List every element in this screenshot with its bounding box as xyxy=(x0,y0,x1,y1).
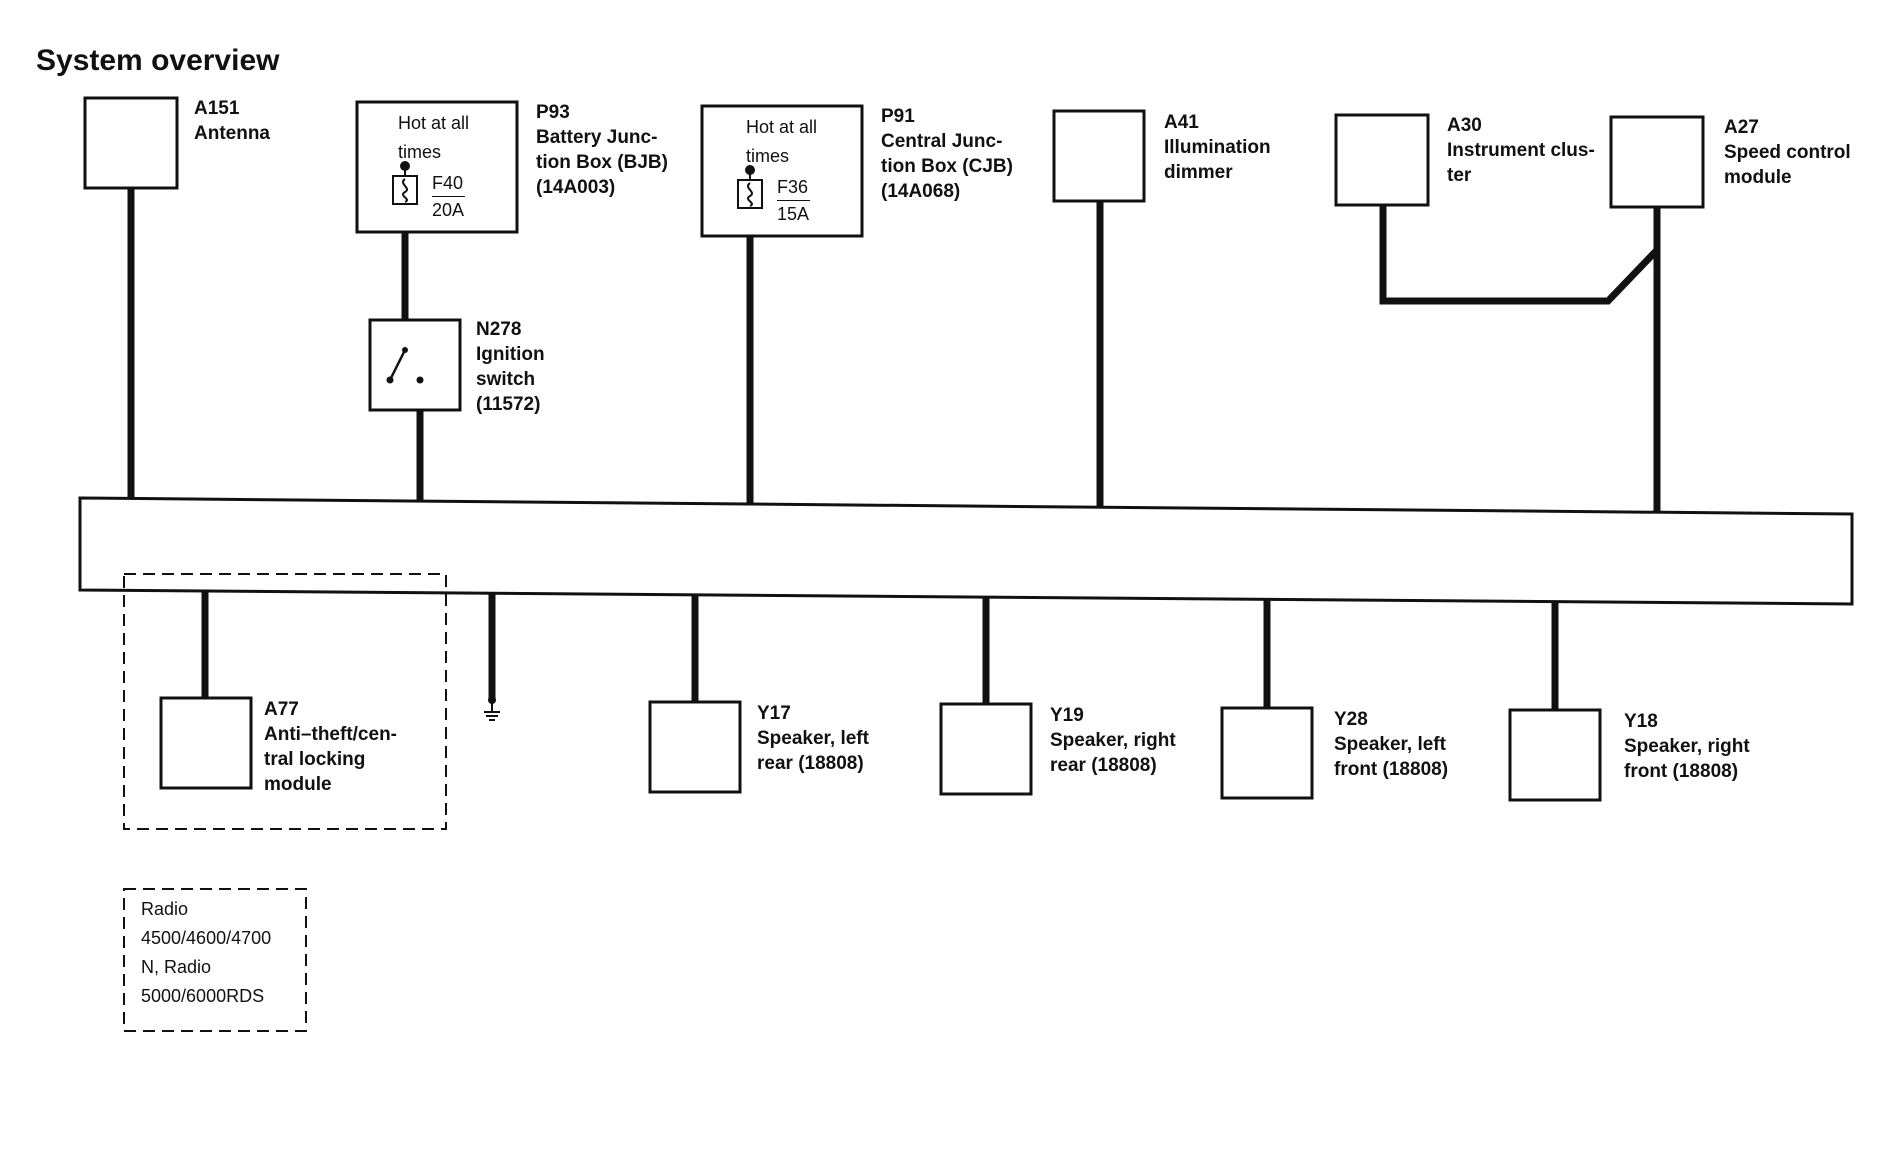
box-a30 xyxy=(1334,113,1430,207)
label-a27: A27 Speed control module xyxy=(1724,117,1851,188)
page-title: System overview xyxy=(36,44,280,77)
a77-optional-dashed-box xyxy=(123,573,447,830)
box-a27 xyxy=(1609,115,1705,209)
box-p93 xyxy=(355,100,519,234)
box-y19 xyxy=(939,702,1033,796)
box-n278 xyxy=(368,318,462,412)
ground-dot xyxy=(488,696,496,704)
box-y17 xyxy=(648,700,742,794)
p93-hot-text-2: times xyxy=(398,142,442,162)
wire-a30-a27 xyxy=(1379,205,1660,305)
fuse-symbol-f36 xyxy=(737,170,763,209)
radio-variant-note: Radio 4500/4600/4700 N, Radio 5000/6000R… xyxy=(141,899,272,1006)
label-p93: P93 Battery Junc- tion Box (BJB) (14A003… xyxy=(536,102,668,198)
label-y18: Y18 Speaker, right front (18808) xyxy=(1624,711,1750,782)
label-a151: A151 Antenna xyxy=(194,98,270,144)
box-a151 xyxy=(83,96,179,190)
p91-hot-text-2: times xyxy=(746,146,790,166)
label-p91: P91 Central Junc- tion Box (CJB) (14A068… xyxy=(881,106,1013,202)
label-a77: A77 Anti–theft/cen- tral locking module xyxy=(264,699,397,795)
switch-contact-dot xyxy=(416,376,424,384)
radio-unit-bar xyxy=(78,496,1854,606)
box-p91 xyxy=(700,104,864,238)
fuse-symbol-f40 xyxy=(392,166,418,205)
p93-hot-text: Hot at all xyxy=(398,113,470,133)
box-a41 xyxy=(1052,109,1146,203)
fuse-dot-f40 xyxy=(400,161,410,171)
fuse-f36-label: F36 15A xyxy=(777,174,811,227)
label-a30: A30 Instrument clus- ter xyxy=(1447,115,1595,186)
box-a77 xyxy=(159,696,253,790)
box-y18 xyxy=(1508,708,1602,802)
switch-contact-dot xyxy=(386,376,394,384)
radio-variant-note-box xyxy=(123,888,307,1032)
label-a41: A41 Illumination dimmer xyxy=(1164,112,1271,183)
label-y28: Y28 Speaker, left front (18808) xyxy=(1334,709,1449,780)
label-y19: Y19 Speaker, right rear (18808) xyxy=(1050,705,1176,776)
ignition-switch-symbol xyxy=(388,349,407,381)
p91-hot-text: Hot at all xyxy=(746,117,818,137)
label-y17: Y17 Speaker, left rear (18808) xyxy=(757,703,869,774)
fuse-f40-label: F40 20A xyxy=(432,170,466,223)
box-y28 xyxy=(1220,706,1314,800)
switch-pivot-dot xyxy=(402,347,408,353)
fuse-dot-f36 xyxy=(745,165,755,175)
label-n278: N278 Ignition switch (11572) xyxy=(476,319,545,415)
